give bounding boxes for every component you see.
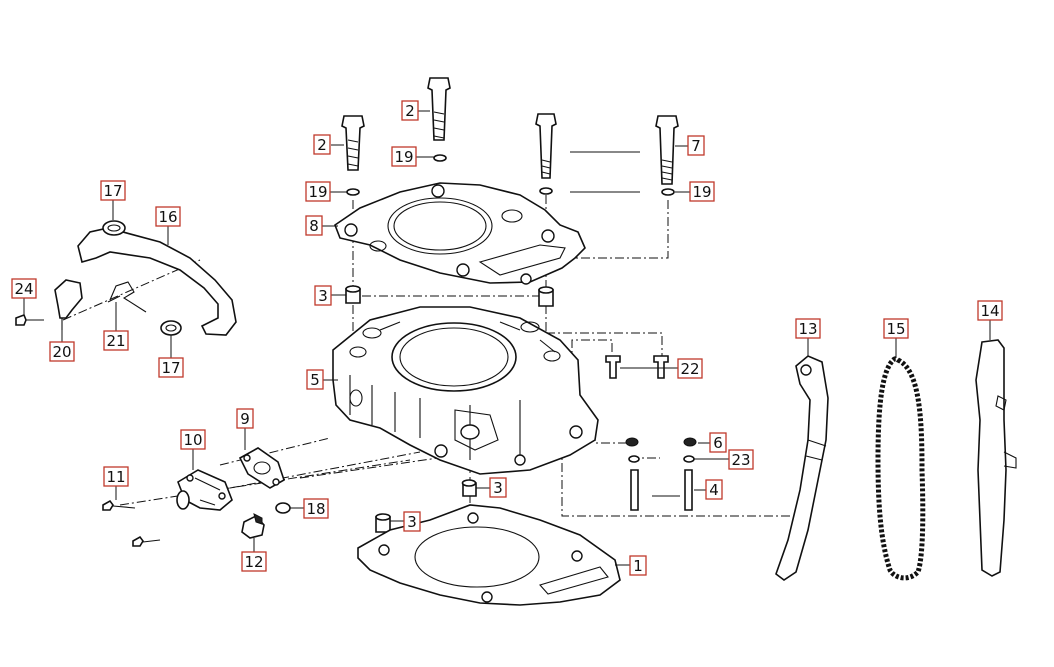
clip-21 (107, 281, 147, 313)
nut-6 (625, 437, 697, 447)
svg-text:21: 21 (106, 332, 125, 350)
callout-20: 20 (49, 341, 75, 362)
callout-12: 12 (241, 551, 267, 572)
svg-text:3: 3 (318, 287, 328, 305)
svg-text:15: 15 (886, 320, 905, 338)
svg-text:16: 16 (158, 208, 177, 226)
callout-23: 23 (728, 449, 754, 470)
tensioner-10 (176, 469, 233, 511)
callout-17: 17 (158, 357, 184, 378)
water-hose-16 (77, 227, 237, 336)
svg-text:23: 23 (731, 451, 750, 469)
svg-text:24: 24 (14, 280, 33, 298)
head-bolt-right (655, 115, 679, 185)
svg-text:2: 2 (405, 102, 415, 120)
cylinder-block (332, 306, 599, 475)
callout-2: 2 (313, 134, 331, 155)
callout-9: 9 (236, 408, 254, 429)
svg-text:7: 7 (691, 137, 701, 155)
callout-10: 10 (180, 429, 206, 450)
svg-text:19: 19 (692, 183, 711, 201)
svg-text:5: 5 (310, 371, 320, 389)
callout-19: 19 (689, 181, 715, 202)
o-ring-18 (275, 502, 291, 514)
svg-text:1: 1 (633, 557, 643, 575)
cylinder-base-gasket (357, 504, 621, 606)
svg-text:19: 19 (394, 148, 413, 166)
callout-3: 3 (489, 477, 507, 498)
callout-5: 5 (306, 369, 324, 390)
head-bolt-middle (535, 113, 557, 179)
svg-text:4: 4 (709, 481, 719, 499)
cam-chain-15 (875, 356, 926, 581)
washer-23 (628, 455, 695, 463)
leader-lines (23, 110, 991, 566)
bracket-20 (54, 279, 83, 330)
svg-text:18: 18 (306, 500, 325, 518)
callout-3: 3 (314, 285, 332, 306)
svg-text:12: 12 (244, 553, 263, 571)
svg-text:17: 17 (161, 359, 180, 377)
callout-17: 17 (100, 180, 126, 201)
svg-text:13: 13 (798, 320, 817, 338)
svg-text:3: 3 (407, 513, 417, 531)
cap-bolt-12 (241, 513, 265, 539)
callout-2: 2 (401, 100, 419, 121)
callout-15: 15 (883, 318, 909, 339)
callout-22: 22 (677, 358, 703, 379)
svg-text:14: 14 (980, 302, 999, 320)
svg-text:3: 3 (493, 479, 503, 497)
callout-6: 6 (709, 432, 727, 453)
callouts: 1 2 2 3 3 3 4 5 6 7 8 9 10 11 12 13 14 1… (11, 100, 1003, 576)
callout-18: 18 (303, 498, 329, 519)
callout-16: 16 (155, 206, 181, 227)
dowel-pin (345, 285, 554, 533)
svg-text:19: 19 (308, 183, 327, 201)
svg-text:6: 6 (713, 434, 723, 452)
svg-text:8: 8 (309, 217, 319, 235)
callout-11: 11 (103, 466, 129, 487)
callout-24: 24 (11, 278, 37, 299)
bolt-11 (102, 499, 161, 547)
callout-1: 1 (629, 555, 647, 576)
callout-21: 21 (103, 330, 129, 351)
svg-text:11: 11 (106, 468, 125, 486)
head-bolt-left (341, 115, 365, 171)
stud-4 (630, 469, 693, 511)
bolt-24 (15, 313, 44, 326)
svg-text:2: 2 (317, 136, 327, 154)
callout-19: 19 (391, 146, 417, 167)
washer-19 (346, 154, 675, 196)
callout-7: 7 (687, 135, 705, 156)
callout-8: 8 (305, 215, 323, 236)
hose-clamp-17 (102, 220, 182, 336)
cylinder-head-gasket (334, 182, 586, 285)
tensioner-gasket-9 (238, 447, 285, 489)
svg-text:9: 9 (240, 410, 250, 428)
small-bolt-22 (605, 355, 669, 379)
head-bolt-top (427, 77, 451, 141)
chain-guide-13 (775, 355, 829, 581)
callout-19: 19 (305, 181, 331, 202)
callout-3: 3 (403, 511, 421, 532)
svg-text:22: 22 (680, 360, 699, 378)
svg-text:17: 17 (103, 182, 122, 200)
callout-13: 13 (795, 318, 821, 339)
callout-4: 4 (705, 479, 723, 500)
svg-text:20: 20 (52, 343, 71, 361)
callout-14: 14 (977, 300, 1003, 321)
tensioner-guide-14 (975, 339, 1017, 577)
svg-text:10: 10 (183, 431, 202, 449)
